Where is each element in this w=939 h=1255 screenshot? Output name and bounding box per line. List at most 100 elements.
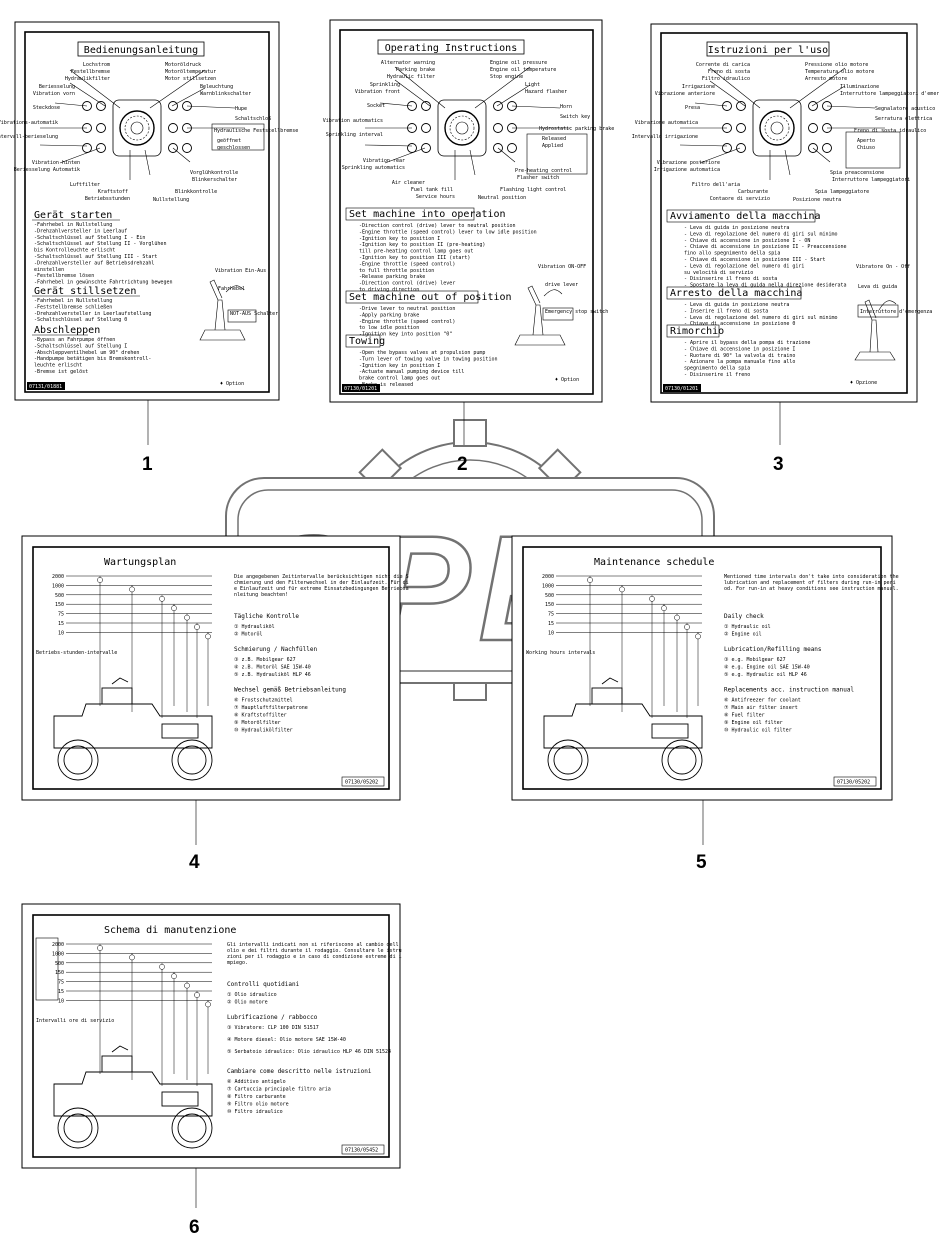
decal-1-instruction-line: -Handpumpe betätigen bis Bremskontroll- (34, 356, 151, 362)
decal-3-instruction-line: spegnimento della spia (684, 366, 750, 372)
decal-6-code: 07130/05452 (345, 1148, 378, 1154)
leader-lines (147, 400, 781, 1208)
decal-5-interval: 15 (548, 621, 554, 627)
decal-3-instruction-line: - Leva di guida in posizione neutra (684, 302, 789, 308)
decal-2-callout: Pre-heating control (515, 168, 572, 174)
svg-text:Fahrhebel: Fahrhebel (218, 286, 245, 292)
decal-4-legend-item: ③ z.B. Mobilgear 627 (234, 657, 296, 663)
decal-5-code: 07130/05202 (837, 780, 870, 786)
decal-1-callout: Vibration vorn (33, 91, 75, 97)
item-number-6: 6 (189, 1217, 200, 1238)
decal-2-callout: Hazard flasher (525, 89, 567, 95)
decal-2-instruction-line: to low idle position (359, 325, 419, 331)
decal-4-interval: 1000 (52, 583, 64, 589)
decal-6-heading-replacement: Cambiare come descritto nelle istruzioni (227, 1068, 372, 1075)
decal-6-title: Schema di manutenzione (104, 925, 236, 936)
decal-5-interval: 2000 (542, 574, 554, 580)
svg-text:♦ Option: ♦ Option (220, 381, 244, 387)
decal-1-callout: Hydraulikfilter (65, 76, 110, 82)
decal-1-section-towing: Abschleppen (34, 325, 100, 336)
decal-1-callout: Vibration hinten (32, 160, 80, 166)
decal-3-section-towing: Rimorchio (670, 326, 724, 337)
decal-1-callout: Vibrations-automatik (0, 120, 58, 126)
decal-3-instruction-line: - Leva di regolazione del numero di giri… (684, 315, 838, 321)
decal-3-callout: Irrigazione automatica (654, 167, 720, 173)
decal-1-instruction-line: -Drehzahlversteller in Leerlaufstellung (34, 311, 151, 317)
decal-2-instruction-line: -Ignition key to position I (359, 236, 440, 242)
decal-2-instruction-line: -Apply parking brake (359, 312, 419, 318)
decal-3-callout: Freno di sosta idraulico (854, 128, 926, 134)
decal-2-callout: Air cleaner (392, 180, 425, 186)
decal-6-legend-item: ⑤ Serbatoio idraulico: Olio idraulico HL… (227, 1049, 391, 1055)
decal-1-callout: Kraftstoff (98, 189, 128, 195)
decal-4-roller-drawing (53, 677, 213, 781)
decal-1-callout: Beriesselung (39, 84, 75, 90)
decal-3-callout: Intervallo irrigazione (632, 134, 698, 140)
decal-3-callout: Spia preaccensione (830, 170, 884, 176)
decal-4-interval: 150 (55, 602, 64, 608)
decal-3-operating-instructions-it: Istruzioni per l'uso Corrente di caricaF… (632, 23, 939, 403)
decal-2-instruction-line: -Ignition key to position III (start) (359, 255, 470, 261)
svg-text:Emergency stop switch: Emergency stop switch (545, 309, 608, 315)
decal-3-instruction-line: - Disinserire il freno di sosta (684, 276, 777, 282)
decal-6-legend-item: ① Olio idraulico (227, 992, 277, 998)
decal-3-callout: Arresto motore (805, 76, 847, 82)
decal-3-instruction-line: - Aprire il bypass della pompa di trazio… (684, 340, 810, 346)
drive-lever-drawing-1 (199, 279, 246, 341)
decal-5-interval: 10 (548, 630, 554, 636)
decal-4-legend-item: ① Hydrauliköl (234, 624, 275, 630)
decal-1-instruction-line: -Schaltschlüssel auf Stellung III - Star… (34, 254, 157, 260)
decal-2-section-stop: Set machine out of position (349, 292, 512, 303)
decal-3-instruction-line: - Chiave di accensione in posizione I (684, 346, 795, 352)
decal-6-intro-line: zioni per il rodaggio e in caso di condi… (227, 954, 402, 960)
decal-1-instruction-line: -Fahrhebel in gewünschte Fahrtrichtung b… (34, 280, 172, 286)
decal-4-legend-item: ⑧ Kraftstoffilter (234, 713, 287, 719)
decal-5-legend-item: ⑥ Antifreezer for coolant (724, 698, 801, 704)
decal-2-callout: Alternator warning (381, 60, 435, 66)
decal-1-title: Bedienungsanleitung (84, 45, 198, 56)
decal-4-legend-item: ⑦ Hauptluftfilterpatrone (234, 705, 308, 711)
svg-text:♦ Option: ♦ Option (555, 377, 579, 383)
decal-6-interval: 1000 (52, 951, 64, 957)
decal-3-callout: Interruttore lampeggiatori d'emergenza (840, 91, 939, 97)
decal-6-legend-item: ⑧ Filtro carburante (227, 1094, 286, 1100)
decal-2-callout: Neutral position (478, 195, 526, 201)
decal-5-interval-label: Working hours intervals (526, 650, 595, 656)
decal-2-instruction-line: -Actuate manual pumping device till (359, 369, 464, 375)
decal-1-callout: Nullstellung (153, 197, 189, 203)
decal-3-instruction-line: fino allo spegnimento della spia (684, 251, 780, 257)
decal-3-callout: Freno di sosta (708, 69, 750, 75)
decal-1-callout: Motor stillsetzen (165, 76, 216, 82)
decal-2-callout: Light (525, 82, 540, 88)
decal-2-callout: Fuel tank fill (411, 187, 453, 193)
decal-3-callout: Illuminazione (840, 84, 879, 90)
decal-1-instruction-line: -Drehzahlversteller auf Betriebsdrehzahl (34, 260, 154, 266)
item-number-5: 5 (696, 852, 707, 873)
decal-2-callout: Flashing light control (500, 187, 566, 193)
decal-1-callout: Motoröltemperatur (165, 69, 216, 75)
decal-2-callout: Hydrostatic parking brake (539, 126, 614, 132)
decal-6-legend-item: ⑦ Cartuccia principale filtro aria (227, 1087, 331, 1093)
decal-1-instruction-line: -Festellbremse lösen (34, 273, 94, 279)
decal-5-legend-item: ⑦ Main air filter insert (724, 705, 798, 711)
decal-2-callout: Sprinkling (370, 82, 400, 88)
decal-6-legend-item: ② Olio motore (227, 1000, 268, 1006)
decal-3-instruction-line: - Chiave di accensione in posizione III … (684, 257, 825, 263)
decal-2-callout: Horn (560, 104, 572, 110)
decal-2-instruction-line: -Drive lever to neutral position (359, 306, 455, 312)
decal-1-callout: geschlossen (217, 145, 250, 151)
decal-6-legend-item: ⑩ Filtro idraulico (227, 1109, 283, 1115)
decal-5-legend-item: ① Hydraulic oil (724, 624, 771, 630)
decal-6-legend-item: ⑨ Filtro olio motore (227, 1102, 289, 1108)
drive-lever-drawing-2 (514, 285, 566, 346)
decal-1-instruction-line: -Schaltschlüssel auf Stellung I - Ein (34, 235, 145, 241)
decal-4-code: 07130/05202 (345, 780, 378, 786)
decal-5-intro-line: od. For run-in at heavy conditions see i… (724, 586, 899, 592)
decal-3-section-start: Avviamento della macchina (670, 211, 821, 222)
decal-2-callout: Socket (367, 103, 385, 109)
svg-text:07131/01881: 07131/01881 (29, 384, 62, 390)
decal-2-instruction-line: -Engine throttle (speed control) lever t… (359, 229, 537, 235)
decal-3-instruction-line: - Chiave di accensione in posizione I - … (684, 238, 810, 244)
decal-4-legend-item: ④ z.B. Motoröl SAE 15W-40 (234, 665, 311, 671)
decal-1-instruction-line: -Drehzahlversteller in Leerlauf (34, 228, 127, 234)
